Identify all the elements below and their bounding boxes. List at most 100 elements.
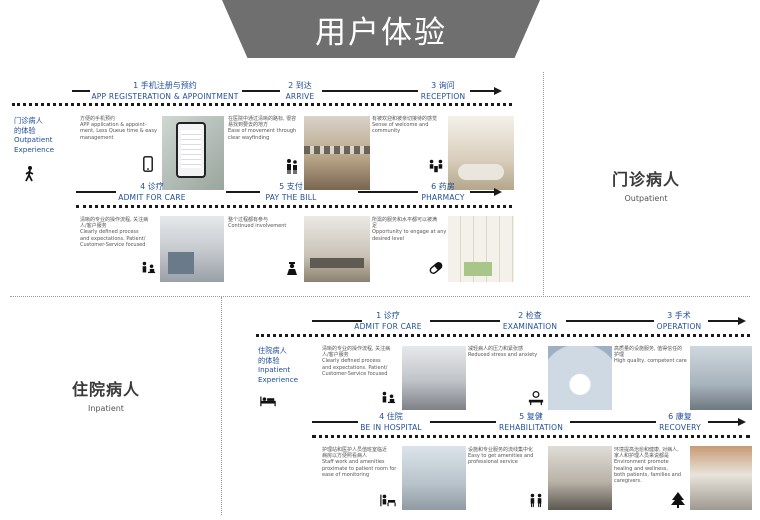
inpatient-step-4: 4 住院 BE IN HOSPITAL [356, 411, 426, 433]
photo-phone-app [162, 116, 224, 190]
tree-icon [670, 492, 686, 508]
walking-person-icon [22, 166, 38, 182]
nurse-station-icon [380, 492, 396, 508]
people-icon [284, 158, 300, 174]
outpatient-step-3-en: RECEPTION [420, 92, 466, 101]
phone-icon [140, 156, 156, 172]
inpatient-step-3-en: OPERATION [656, 322, 702, 331]
photo-recovery [690, 446, 752, 510]
inpatient-step-1-en: ADMIT FOR CARE [354, 322, 422, 331]
reception-icon [428, 158, 444, 174]
photo-operation [690, 346, 752, 410]
doctor-patient-icon [140, 260, 156, 276]
inpatient-title-zh: 住院病人 [71, 380, 140, 399]
inpatient-dotted-rule-top [256, 334, 750, 337]
outpatient-side-label: 门诊病人 的体验 Outpatient Experience [14, 116, 55, 154]
outpatient-step-6: 6 药房 PHARMACY [416, 181, 470, 203]
outpatient-step-6-zh: 6 药房 [431, 182, 455, 191]
outpatient-title-zh: 门诊病人 [611, 170, 680, 189]
examination-icon [528, 390, 544, 406]
hospital-bed-icon [260, 392, 276, 408]
inpatient-flow-bar-bot-2 [430, 421, 496, 423]
inpatient-step-4-zh: 4 住院 [379, 412, 403, 421]
inpatient-step-3-zh: 3 手术 [667, 311, 691, 320]
outpatient-flow-bar-bot-2 [226, 191, 260, 193]
inpatient-step-2-zh: 2 检查 [518, 311, 542, 320]
outpatient-flow-bar-bot-3 [358, 191, 418, 193]
inpatient-flow-bar-top-4 [708, 320, 738, 322]
outpatient-step-5: 5 支付 PAY THE BILL [260, 181, 322, 203]
inpatient-flow-bar-bot-1 [312, 421, 358, 423]
inpatient-flow-bar-bot-3 [570, 421, 656, 423]
outpatient-step-6-en: PHARMACY [421, 193, 465, 202]
inpatient-step-5: 5 复健 REHABILITATION [496, 411, 566, 433]
inpatient-flow-bar-bot-4 [708, 421, 738, 423]
inpatient-flow-bar-top-3 [566, 320, 654, 322]
photo-examination [548, 346, 612, 410]
outpatient-step-2: 2 到达 ARRIVE [280, 80, 320, 102]
outpatient-flow-bar-bot-4 [470, 191, 494, 193]
photo-pharmacy [448, 216, 514, 282]
outpatient-flow-bar-top-2 [242, 90, 280, 92]
inpatient-step-2-en: EXAMINATION [502, 322, 558, 331]
outpatient-flow-bar-top-1 [72, 90, 90, 92]
inpatient-step-6: 6 康复 RECOVERY [654, 411, 706, 433]
outpatient-step-2-zh: 2 到达 [288, 81, 312, 90]
inpatient-flow-bar-top-1 [312, 320, 362, 322]
photo-inpatient-admit [402, 346, 466, 410]
inpatient-step-6-en: RECOVERY [659, 423, 701, 432]
inpatient-title: 住院病人 Inpatient [56, 376, 156, 413]
outpatient-step-4-zh: 4 诊疗 [140, 182, 164, 191]
inpatient-flow-bar-top-2 [430, 320, 500, 322]
rehab-icon [528, 492, 544, 508]
inpatient-step-1-zh: 1 诊疗 [376, 311, 400, 320]
outpatient-title-en: Outpatient [624, 194, 668, 203]
doctor-patient-icon-inpatient [380, 390, 396, 406]
photo-admit-care [160, 216, 224, 282]
inpatient-flow-arrow-bot [738, 418, 746, 426]
outpatient-step-3: 3 询问 RECEPTION [416, 80, 470, 102]
divider-horizontal [10, 296, 750, 297]
outpatient-step-3-zh: 3 询问 [431, 81, 455, 90]
inpatient-step-5-zh: 5 复健 [519, 412, 543, 421]
photo-hospital-room [402, 446, 466, 510]
outpatient-step-5-zh: 5 支付 [279, 182, 303, 191]
inpatient-flow-arrow-top [738, 317, 746, 325]
outpatient-title: 门诊病人 Outpatient [596, 166, 696, 203]
photo-pay-bill [304, 216, 370, 282]
outpatient-flow-arrow-top [494, 87, 502, 95]
inpatient-step-2: 2 检查 EXAMINATION [498, 310, 562, 332]
inpatient-dotted-rule-bottom [312, 435, 750, 438]
outpatient-flow-bar-top-4 [470, 90, 494, 92]
outpatient-step-1-zh: 1 手机注册与预约 [133, 81, 197, 90]
outpatient-flow-arrow-bot [494, 188, 502, 196]
inpatient-step-5-en: REHABILITATION [498, 423, 564, 432]
outpatient-step-1-en: APP REGISTERATION & APPOINTMENT [91, 92, 239, 101]
inpatient-step-6-zh: 6 康复 [668, 412, 692, 421]
inpatient-side-label: 住院病人 的体验 Inpatient Experience [258, 346, 299, 384]
outpatient-dotted-rule-top [12, 103, 512, 106]
outpatient-flow-bar-top-3 [322, 90, 418, 92]
header-banner: 用户体验 [222, 0, 540, 58]
outpatient-step-1: 1 手机注册与预约 APP REGISTERATION & APPOINTMEN… [90, 80, 240, 102]
inpatient-title-en: Inpatient [88, 404, 124, 413]
outpatient-step-5-en: PAY THE BILL [265, 193, 317, 202]
outpatient-flow-bar-bot-1 [76, 191, 116, 193]
nurse-icon [284, 260, 300, 276]
outpatient-step-4-en: ADMIT FOR CARE [118, 193, 186, 202]
inpatient-step-4-en: BE IN HOSPITAL [360, 423, 422, 432]
page-title: 用户体验 [315, 14, 447, 51]
photo-reception [448, 116, 514, 190]
divider-inpatient-vertical [221, 297, 222, 515]
